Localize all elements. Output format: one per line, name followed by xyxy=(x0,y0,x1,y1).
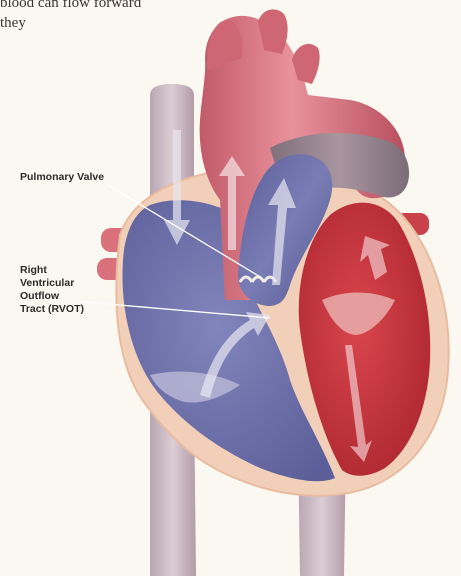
label-pulmonary-valve-text: Pulmonary Valve xyxy=(20,171,104,184)
intro-line-1: blood can flow forward xyxy=(0,0,200,13)
label-rvot-line-3: Outflow xyxy=(20,290,84,303)
intro-text: blood can flow forward they xyxy=(0,0,200,33)
label-rvot: Right Ventricular Outflow Tract (RVOT) xyxy=(20,264,84,316)
label-rvot-line-1: Right xyxy=(20,264,84,277)
label-pulmonary-valve: Pulmonary Valve xyxy=(20,171,104,184)
label-rvot-line-4: Tract (RVOT) xyxy=(20,303,84,316)
intro-line-2: they xyxy=(0,13,200,33)
label-rvot-line-2: Ventricular xyxy=(20,277,84,290)
